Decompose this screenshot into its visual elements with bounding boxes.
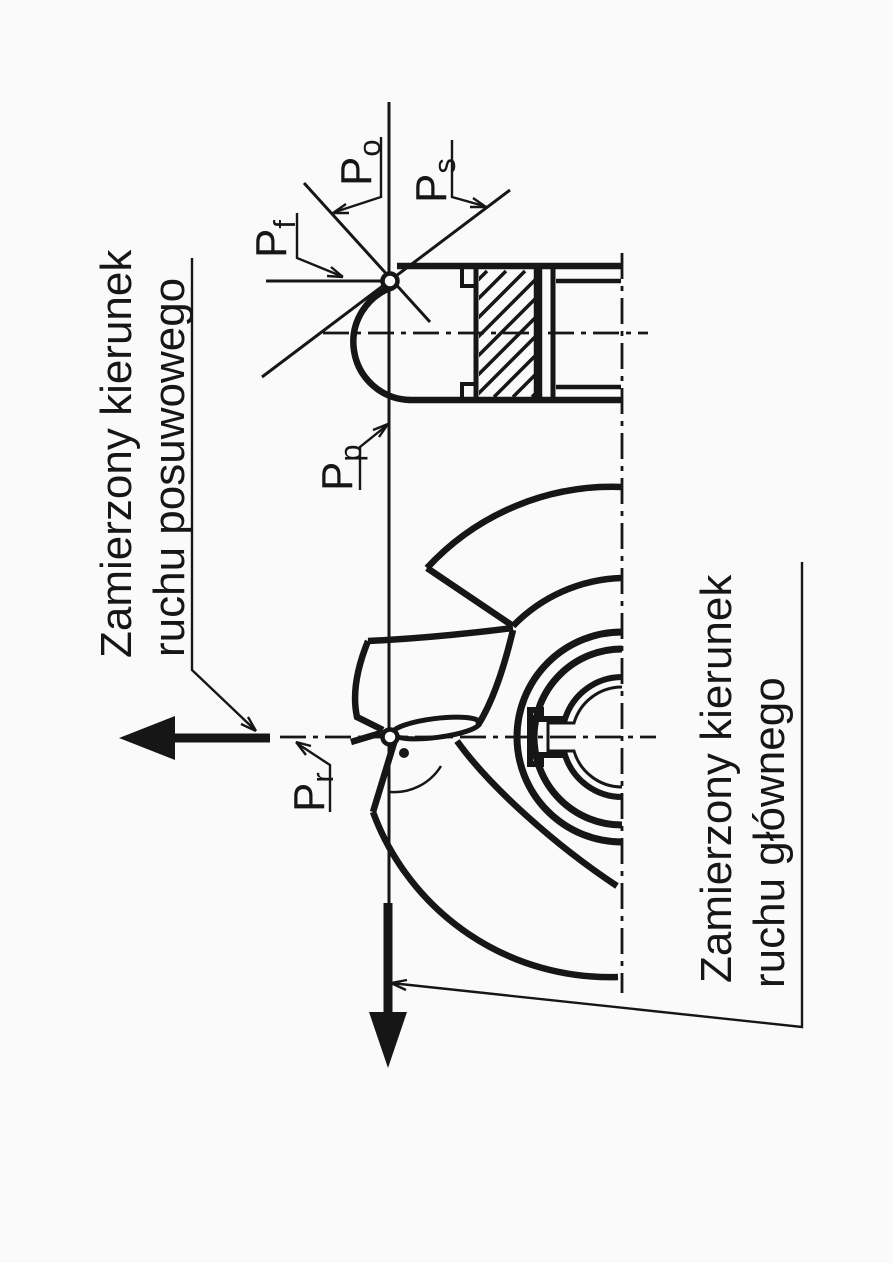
- po-sub: o: [352, 139, 387, 156]
- tooth3-root-curve: [454, 739, 619, 889]
- pp-base: P: [313, 462, 362, 491]
- main-leader-arrowhead-icon: [390, 978, 408, 992]
- tool-section-view: [350, 262, 621, 404]
- tooth2-chin-edge: [350, 729, 382, 746]
- ps-leader-arrowhead-icon: [470, 197, 487, 209]
- tooth2-left-edge: [351, 639, 385, 733]
- centerlines: [280, 253, 656, 993]
- feed-callout-line1: Zamierzony kierunek: [92, 249, 141, 658]
- clamp-step-bottom: [460, 382, 477, 398]
- bore-keyway-profile: [527, 674, 623, 800]
- bore-inner-line: [546, 685, 623, 789]
- feed-arrow-head: [119, 716, 175, 760]
- tooth1-face-line: [425, 565, 515, 629]
- feed-callout-leader: [190, 258, 255, 730]
- po-leader: [334, 137, 383, 214]
- tooth1-outer-arc: [424, 483, 623, 571]
- angle-dot: [399, 748, 409, 758]
- tool-nose-arc: [350, 283, 411, 404]
- feed-motion-arrow: [119, 716, 270, 760]
- main-callout-leader: [390, 562, 804, 1029]
- tooth3-outer-arc: [369, 810, 619, 981]
- plane-label-pr: Pr: [285, 772, 340, 812]
- pp-sub: p: [333, 444, 368, 461]
- clamp-step-top: [460, 268, 477, 288]
- ps-leader: [450, 140, 485, 208]
- leader-lines: [190, 137, 804, 1029]
- ps-sub: s: [427, 158, 462, 174]
- plane-labels: Po Ps Pf Pp Pr: [247, 139, 462, 812]
- tooth3-face-line: [369, 742, 398, 813]
- main-callout-line1: Zamierzony kierunek: [692, 574, 741, 983]
- plane-label-ps: Ps: [407, 158, 462, 203]
- cutter-front-view: [350, 483, 623, 981]
- plane-po-trace-line: [302, 181, 432, 324]
- feed-callout-line2: ruchu posuwowego: [145, 278, 194, 657]
- main-callout-line2: ruchu głównego: [745, 677, 794, 988]
- feed-leader-arrowhead-icon: [240, 716, 258, 733]
- po-base: P: [332, 157, 381, 186]
- pr-base: P: [285, 783, 334, 812]
- pr-leader: [297, 742, 332, 812]
- feed-direction-callout: Zamierzony kierunek ruchu posuwowego: [92, 249, 194, 658]
- pf-sub: f: [267, 220, 302, 229]
- angle-dimension-arc: [389, 765, 443, 794]
- plane-label-pf: Pf: [247, 220, 302, 258]
- main-arrow-head: [369, 1012, 407, 1068]
- hub-outer-arc: [513, 628, 623, 846]
- main-direction-callout: Zamierzony kierunek ruchu głównego: [692, 574, 794, 988]
- pf-base: P: [247, 229, 296, 258]
- pr-sub: r: [305, 772, 340, 782]
- tooth2-top-edge: [367, 624, 514, 645]
- tooth2-right-edge: [475, 629, 517, 727]
- cutting-point-lower: [380, 727, 400, 747]
- pf-leader-arrowhead-icon: [326, 266, 344, 279]
- cutting-point-upper: [380, 271, 400, 291]
- tooth1-root-arc: [510, 574, 623, 629]
- plane-label-pp: Pp: [313, 444, 368, 491]
- main-motion-arrow: [369, 903, 407, 1068]
- po-leader-arrowhead-icon: [332, 203, 349, 215]
- hub-inner-arc: [530, 645, 623, 829]
- pp-leader: [358, 425, 387, 490]
- ps-base: P: [407, 174, 456, 203]
- pf-leader: [295, 213, 342, 278]
- hatch-lines: [479, 269, 534, 398]
- plane-label-po: Po: [332, 139, 387, 186]
- pp-leader-arrowhead-icon: [372, 422, 389, 438]
- pr-leader-arrowhead-icon: [295, 740, 312, 756]
- shank-hatch: [479, 269, 534, 398]
